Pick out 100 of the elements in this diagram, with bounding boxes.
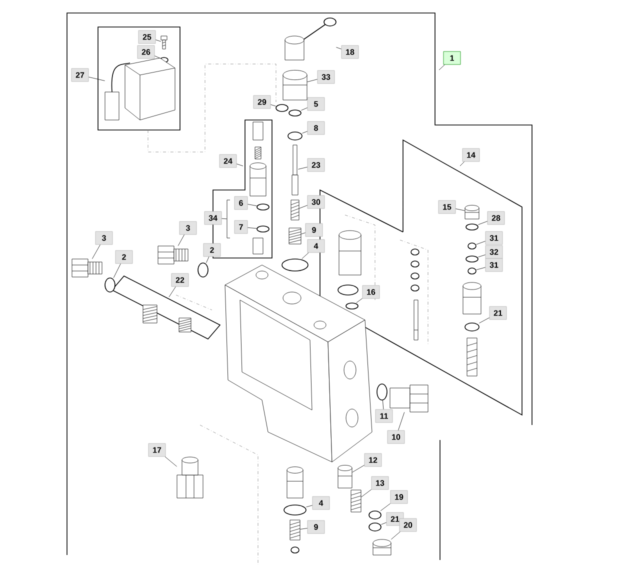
plug xyxy=(72,258,102,278)
callout-number: 20 xyxy=(399,518,417,532)
spring xyxy=(290,520,300,540)
callout-number: 29 xyxy=(253,95,271,109)
callout-number: 34 xyxy=(204,211,222,225)
leader-line xyxy=(164,456,177,467)
callout-number: 6 xyxy=(234,196,248,210)
callout-number: 11 xyxy=(375,409,393,423)
spring xyxy=(466,338,478,376)
washer xyxy=(288,132,302,140)
poppet xyxy=(286,466,304,498)
callout-number: 26 xyxy=(137,45,155,59)
o-ring xyxy=(288,110,302,116)
o-ring xyxy=(376,384,388,400)
callout-number: 9 xyxy=(305,223,323,237)
leader-line xyxy=(476,240,486,245)
leader-line xyxy=(391,532,400,540)
plug xyxy=(338,465,352,488)
leader-line xyxy=(248,204,257,206)
o-ring xyxy=(466,256,478,262)
o-ring xyxy=(256,226,270,232)
seat-ring xyxy=(282,258,308,272)
leader-line xyxy=(113,264,121,278)
o-ring xyxy=(276,104,288,112)
washer xyxy=(410,272,420,280)
plug xyxy=(282,70,308,100)
callout-number: 31 xyxy=(485,231,503,245)
leader-line xyxy=(154,56,160,58)
spring xyxy=(254,146,262,160)
leader-line xyxy=(398,412,405,430)
leader-line xyxy=(352,464,364,473)
leader-line xyxy=(301,232,306,234)
valve-spool xyxy=(252,238,264,254)
leader-line xyxy=(478,221,488,225)
washer xyxy=(410,284,420,292)
callout-number: 9 xyxy=(307,520,325,534)
o-ring xyxy=(256,204,270,210)
leader-line xyxy=(206,256,210,263)
valve-cartridge xyxy=(338,230,362,276)
plug xyxy=(390,384,428,412)
leader-line xyxy=(361,489,372,498)
pin xyxy=(414,300,418,340)
valve-cartridge xyxy=(462,282,482,314)
callout-number: 1 xyxy=(443,51,461,65)
callout-number: 10 xyxy=(387,430,405,444)
spring xyxy=(288,228,302,244)
leader-line xyxy=(380,503,390,511)
callout-number: 33 xyxy=(317,70,335,84)
leader-line xyxy=(301,108,308,111)
callout-number: 15 xyxy=(438,200,456,214)
o-ring xyxy=(464,322,480,332)
callout-number: 2 xyxy=(115,250,133,264)
callout-number: 4 xyxy=(307,239,325,253)
callout-number: 18 xyxy=(341,45,359,59)
o-ring xyxy=(368,522,382,532)
solenoid xyxy=(104,58,176,120)
leader-line xyxy=(302,131,308,134)
bracket xyxy=(226,200,230,238)
callout-number: 24 xyxy=(219,154,237,168)
callout-number: 32 xyxy=(485,245,503,259)
washer xyxy=(468,242,476,250)
leader-line xyxy=(248,227,257,229)
pin xyxy=(292,144,298,196)
leader-line xyxy=(381,522,386,525)
spring xyxy=(290,200,300,220)
callout-number: 19 xyxy=(390,490,408,504)
leader-line xyxy=(460,162,464,166)
fitting xyxy=(176,456,204,498)
seat-ring xyxy=(338,284,358,296)
leader-line xyxy=(156,40,161,42)
callout-number: 3 xyxy=(179,221,197,235)
spring xyxy=(178,318,192,332)
o-ring xyxy=(198,262,208,278)
o-ring xyxy=(104,278,116,292)
o-ring xyxy=(346,302,358,310)
plug xyxy=(158,246,188,264)
leader-line xyxy=(456,208,465,211)
leader-line xyxy=(479,318,490,324)
leader-line xyxy=(307,79,318,82)
bolt xyxy=(160,36,168,50)
valve-spool xyxy=(250,162,266,196)
leader-line xyxy=(236,164,244,166)
o-ring xyxy=(466,224,478,230)
washer xyxy=(468,268,476,274)
callout-number: 21 xyxy=(489,306,507,320)
valve-spool xyxy=(252,122,264,140)
washer xyxy=(410,260,420,268)
leader-line xyxy=(222,218,227,220)
leader-line xyxy=(302,252,309,259)
callout-number: 23 xyxy=(307,158,325,172)
callout-number: 4 xyxy=(312,496,330,510)
callout-number: 17 xyxy=(148,443,166,457)
callout-number: 22 xyxy=(171,273,189,287)
leader-line xyxy=(300,528,308,530)
leader-line xyxy=(298,166,308,170)
spring xyxy=(142,304,158,324)
leader-line xyxy=(299,205,308,209)
leader-line xyxy=(306,505,312,508)
plug xyxy=(464,205,480,220)
washer xyxy=(410,248,420,256)
